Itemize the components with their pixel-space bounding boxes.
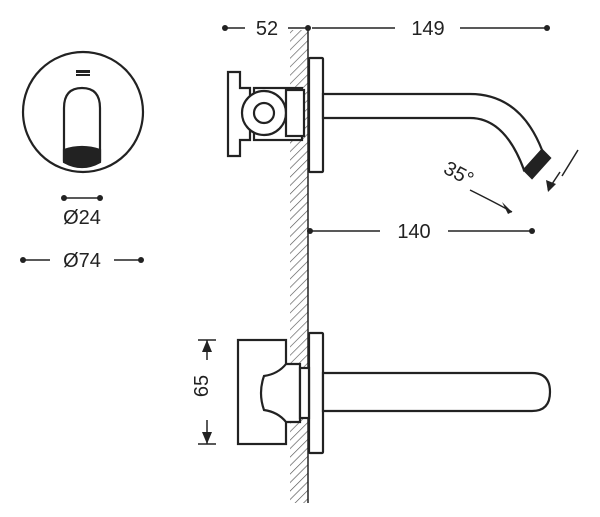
front-view xyxy=(21,50,145,174)
aerator xyxy=(62,145,102,169)
dim-plate-diameter: Ø74 xyxy=(20,250,144,272)
dim-projection: 140 xyxy=(307,221,535,243)
spout-body xyxy=(321,92,544,173)
dim-top-right: 149 xyxy=(312,18,550,40)
dim-outlet-diameter: Ø24 xyxy=(61,195,103,229)
cover-plate xyxy=(21,50,145,174)
dim-projection-label: 140 xyxy=(397,221,430,243)
handle-cross xyxy=(226,70,252,158)
spout-tip xyxy=(522,148,552,180)
dim-top-left-label: 52 xyxy=(256,18,278,40)
dim-plate-diameter-label: Ø74 xyxy=(63,250,101,272)
dim-top-left: 52 xyxy=(222,18,311,40)
dim-angle: 35° xyxy=(440,149,579,214)
dim-height-label: 65 xyxy=(191,375,213,397)
side-view-top xyxy=(226,56,552,180)
wall-flange-top xyxy=(307,56,325,174)
handle-neck xyxy=(284,88,306,138)
handle-stem xyxy=(298,366,311,420)
spout-outlet xyxy=(62,86,102,162)
side-view-bottom xyxy=(236,331,552,455)
dim-angle-label: 35° xyxy=(440,157,477,191)
dim-top-right-label: 149 xyxy=(411,18,444,40)
handle-lever xyxy=(259,362,302,424)
brand-logo-mark-icon xyxy=(76,70,90,76)
dim-height: 65 xyxy=(191,339,216,445)
spout-top-view xyxy=(321,371,552,413)
handle-hub-inner xyxy=(252,101,276,125)
dim-outlet-diameter-label: Ø24 xyxy=(63,207,101,229)
wall-flange-bottom xyxy=(307,331,325,455)
